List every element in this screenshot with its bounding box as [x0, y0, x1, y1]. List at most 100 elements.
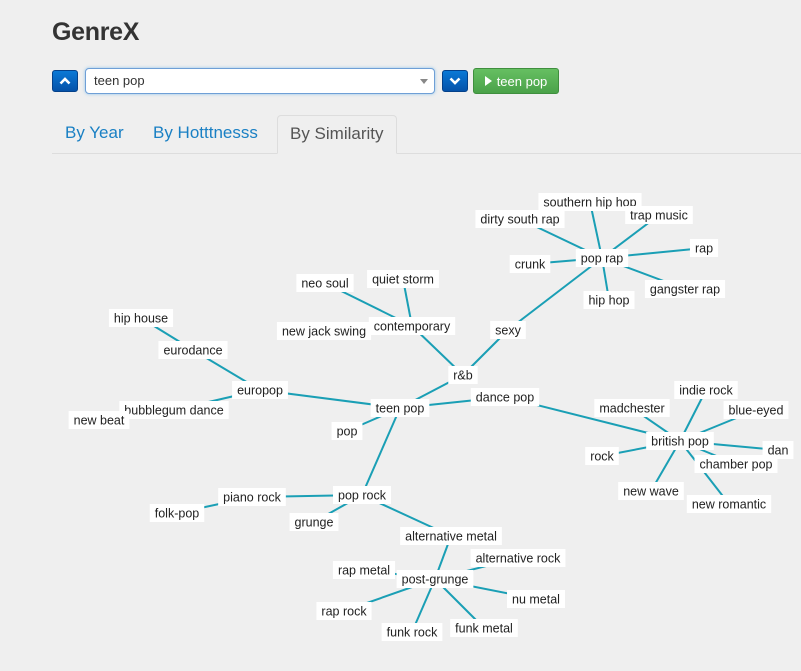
genre-node[interactable]: new romantic — [686, 495, 772, 513]
genre-node-box — [470, 388, 540, 406]
genre-node[interactable]: pop rock — [333, 486, 391, 504]
genre-node-label: funk rock — [387, 626, 438, 640]
genre-node-label: trap music — [630, 209, 688, 223]
genre-node-label: folk-pop — [155, 507, 200, 521]
genre-node[interactable]: pop — [331, 422, 363, 440]
genre-node[interactable]: hip hop — [583, 291, 635, 309]
genre-node[interactable]: new wave — [618, 482, 684, 500]
genre-node-box — [331, 422, 363, 440]
genre-node-box — [68, 411, 130, 429]
genre-node[interactable]: southern hip hop — [538, 193, 642, 211]
genre-node-label: dirty south rap — [480, 213, 559, 227]
genre-node-box — [585, 447, 619, 465]
genre-node-box — [723, 401, 789, 419]
genre-node-box — [490, 321, 526, 339]
genre-node[interactable]: funk rock — [381, 623, 443, 641]
genre-node[interactable]: hip house — [108, 309, 174, 327]
genre-node[interactable]: dirty south rap — [475, 210, 565, 228]
genre-node[interactable]: pop rap — [575, 249, 629, 267]
genre-node[interactable]: british pop — [646, 432, 714, 450]
genre-node-box — [296, 274, 354, 292]
genre-node-box — [289, 513, 339, 531]
genre-node-box — [575, 249, 629, 267]
genre-node[interactable]: rap — [689, 239, 719, 257]
genre-node-box — [583, 291, 635, 309]
genre-node[interactable]: eurodance — [158, 341, 228, 359]
genre-node[interactable]: funk metal — [450, 619, 518, 637]
genre-node-label: british pop — [651, 435, 709, 449]
genre-node-label: quiet storm — [372, 273, 434, 287]
genre-node[interactable]: indie rock — [674, 381, 738, 399]
genre-node[interactable]: teen pop — [370, 399, 430, 417]
genre-node[interactable]: grunge — [289, 513, 339, 531]
genre-node[interactable]: rap rock — [316, 602, 372, 620]
genre-node[interactable]: blue-eyed — [723, 401, 789, 419]
genre-node-box — [450, 619, 518, 637]
genre-node-label: rap metal — [338, 564, 390, 578]
genre-node-box — [108, 309, 174, 327]
genre-node[interactable]: alternative metal — [400, 527, 502, 545]
genre-node[interactable]: chamber pop — [694, 455, 778, 473]
genre-node-label: chamber pop — [700, 458, 773, 472]
genre-node-label: rap rock — [321, 605, 367, 619]
genre-node[interactable]: piano rock — [218, 488, 286, 506]
genre-node-label: gangster rap — [650, 283, 720, 297]
genre-node[interactable]: dan — [762, 441, 794, 459]
genre-node[interactable]: gangster rap — [644, 280, 726, 298]
genre-node-label: bubblegum dance — [124, 404, 223, 418]
genre-node[interactable]: bubblegum dance — [119, 401, 229, 419]
tab-by-similarity[interactable]: By Similarity — [277, 115, 397, 154]
genre-node-box — [333, 486, 391, 504]
genre-node[interactable]: new beat — [68, 411, 130, 429]
next-genre-button[interactable] — [442, 70, 468, 92]
tab-by-year[interactable]: By Year — [65, 123, 124, 142]
genre-node[interactable]: sexy — [490, 321, 526, 339]
genre-node-label: pop — [337, 425, 358, 439]
genre-node-box — [644, 280, 726, 298]
genre-node-box — [594, 399, 670, 417]
genre-node-label: madchester — [599, 402, 664, 416]
chevron-up-icon — [59, 77, 71, 85]
genre-node-box — [368, 317, 456, 335]
genre-node-box — [400, 527, 502, 545]
genre-node[interactable]: trap music — [625, 206, 693, 224]
genre-node-label: crunk — [515, 258, 546, 272]
genre-node[interactable]: folk-pop — [149, 504, 205, 522]
genre-node[interactable]: new jack swing — [276, 322, 372, 340]
genre-node[interactable]: crunk — [509, 255, 551, 273]
genre-node[interactable]: nu metal — [507, 590, 565, 608]
genre-node[interactable]: dance pop — [470, 388, 540, 406]
genre-node-box — [158, 341, 228, 359]
genre-node[interactable]: post-grunge — [396, 570, 474, 588]
genre-node[interactable]: rock — [585, 447, 619, 465]
genre-node[interactable]: quiet storm — [367, 270, 439, 288]
genre-node-box — [381, 623, 443, 641]
genre-node[interactable]: alternative rock — [470, 549, 566, 567]
genre-node-label: funk metal — [455, 622, 513, 636]
genre-node-box — [762, 441, 794, 459]
genre-node[interactable]: europop — [232, 381, 288, 399]
genre-node[interactable]: r&b — [448, 366, 478, 384]
genre-node-box — [119, 401, 229, 419]
genre-node-label: new wave — [623, 485, 679, 499]
genre-node[interactable]: madchester — [594, 399, 670, 417]
genre-node-label: rock — [590, 450, 614, 464]
genre-node[interactable]: neo soul — [296, 274, 354, 292]
graph-edge — [589, 201, 603, 259]
genre-node-label: new romantic — [692, 498, 766, 512]
genre-select[interactable]: teen pop — [85, 68, 435, 94]
genre-node-label: new beat — [74, 414, 125, 428]
genre-node-box — [470, 549, 566, 567]
genre-node-label: southern hip hop — [543, 196, 636, 210]
genre-node-box — [218, 488, 286, 506]
previous-genre-button[interactable] — [52, 70, 78, 92]
genre-node-label: indie rock — [679, 384, 733, 398]
tab-by-hotttnesss[interactable]: By Hotttnesss — [153, 123, 258, 142]
play-genre-button[interactable]: teen pop — [473, 68, 559, 94]
genre-node[interactable]: rap metal — [332, 561, 396, 579]
genre-node-label: hip house — [114, 312, 168, 326]
genre-node-label: post-grunge — [402, 573, 469, 587]
genre-node-label: europop — [237, 384, 283, 398]
genre-node[interactable]: contemporary — [368, 317, 456, 335]
genre-node-label: neo soul — [301, 277, 348, 291]
